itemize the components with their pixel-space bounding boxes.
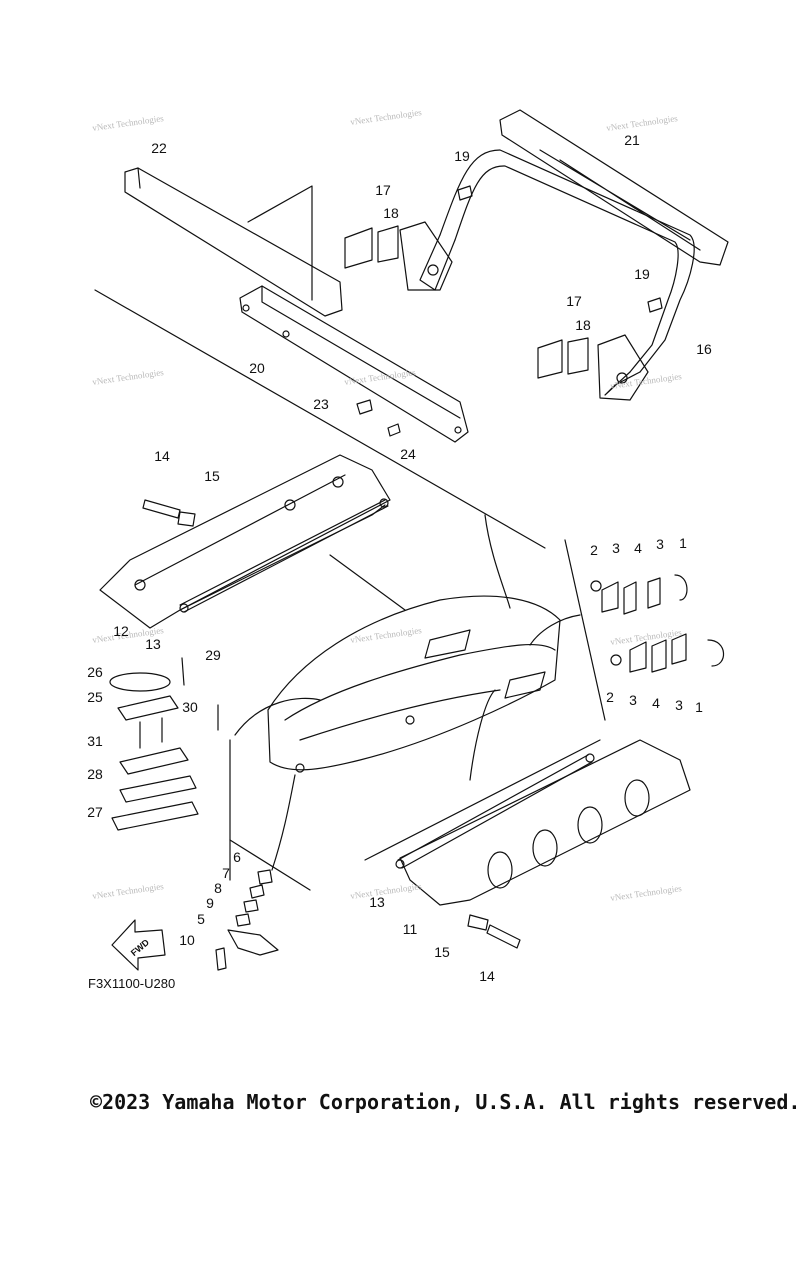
callout-number: 27: [87, 804, 103, 820]
parts-diagram: FWD vNext Technologies vNext Technologie…: [87, 107, 729, 991]
hook-plate-set-upper: [590, 574, 688, 615]
callout-number: 3: [656, 536, 664, 552]
connector-upper-right: [484, 514, 511, 609]
bolt-14-upper: [142, 499, 181, 519]
parts-diagram-drawing: FWD: [94, 109, 729, 971]
callout-number: 5: [197, 911, 205, 927]
callout-number: 25: [87, 689, 103, 705]
collar-15-lower: [467, 914, 489, 931]
drain-fitting-assembly: [215, 869, 279, 971]
callout-number: 9: [206, 895, 214, 911]
callout-number: 4: [634, 540, 642, 556]
callout-number: 15: [204, 468, 220, 484]
callout-number: 28: [87, 766, 103, 782]
callout-number: 4: [652, 695, 660, 711]
callout-number: 18: [383, 205, 399, 221]
copyright-notice: ©2023 Yamaha Motor Corporation, U.S.A. A…: [90, 1090, 800, 1114]
bracket-17-18-lower: [537, 334, 649, 401]
cleat-assembly: [109, 657, 219, 831]
callout-number: 3: [629, 692, 637, 708]
bolt-14-lower: [486, 924, 521, 949]
callout-number: 17: [375, 182, 391, 198]
callout-number: 2: [590, 542, 598, 558]
bracket-17-18-upper: [344, 221, 453, 291]
bolt-19-lower: [647, 297, 663, 313]
bolt-19-upper: [457, 185, 473, 201]
callout-number: 1: [695, 699, 703, 715]
callout-number: 10: [179, 932, 195, 948]
callout-number: 1: [679, 535, 687, 551]
callout-number: 23: [313, 396, 329, 412]
rear-pad-22: [124, 167, 343, 317]
callout-number: 15: [434, 944, 450, 960]
divider-line-right: [564, 539, 606, 721]
bolt-23: [356, 399, 373, 415]
callout-number: 24: [400, 446, 416, 462]
callout-number: 13: [369, 894, 385, 910]
hook-plate-set-lower: [610, 633, 725, 673]
callout-number: 8: [214, 880, 222, 896]
callout-number: 11: [402, 921, 418, 937]
divider-line-lower-right: [364, 739, 601, 861]
callout-number: 20: [249, 360, 265, 376]
callout-number: 13: [145, 636, 161, 652]
callout-number: 7: [222, 865, 230, 881]
callout-number: 17: [566, 293, 582, 309]
callout-number: 3: [612, 540, 620, 556]
callout-number: 18: [575, 317, 591, 333]
divider-line-upper: [94, 289, 546, 549]
callout-number: 30: [182, 699, 198, 715]
connector-left: [234, 697, 321, 736]
callout-number: 19: [454, 148, 470, 164]
callout-number: 31: [87, 733, 103, 749]
callout-number: 2: [606, 689, 614, 705]
pad-base-20: [239, 285, 469, 443]
rail-13-lower: [395, 753, 595, 869]
collar-15-upper: [177, 511, 196, 527]
callout-number: 3: [675, 697, 683, 713]
callout-number: 26: [87, 664, 103, 680]
connector-upper: [329, 554, 406, 611]
callout-number: 6: [233, 849, 241, 865]
step-pad-21: [499, 109, 729, 266]
diagram-code: F3X1100-U280: [88, 976, 176, 991]
fwd-arrow-icon: FWD: [111, 919, 166, 971]
callout-number: 22: [151, 140, 167, 156]
connector-lower-left: [271, 774, 296, 871]
divider-line-lower: [229, 839, 311, 891]
callout-number: 29: [205, 647, 221, 663]
rail-13-upper: [179, 498, 389, 613]
callout-number: 14: [154, 448, 170, 464]
sponson-12: [99, 454, 391, 629]
connector-lower-right: [469, 689, 496, 781]
sponson-11: [399, 739, 691, 906]
callout-number: 16: [696, 341, 712, 357]
watercraft-body: [267, 595, 561, 773]
callout-number: 12: [113, 623, 129, 639]
callout-number: 14: [479, 968, 495, 984]
handle-bar-16: [419, 149, 695, 396]
callout-number: 21: [624, 132, 640, 148]
callout-number: 19: [634, 266, 650, 282]
bolt-24: [387, 423, 401, 437]
connector-right: [529, 614, 581, 646]
leader-line: [247, 185, 313, 301]
